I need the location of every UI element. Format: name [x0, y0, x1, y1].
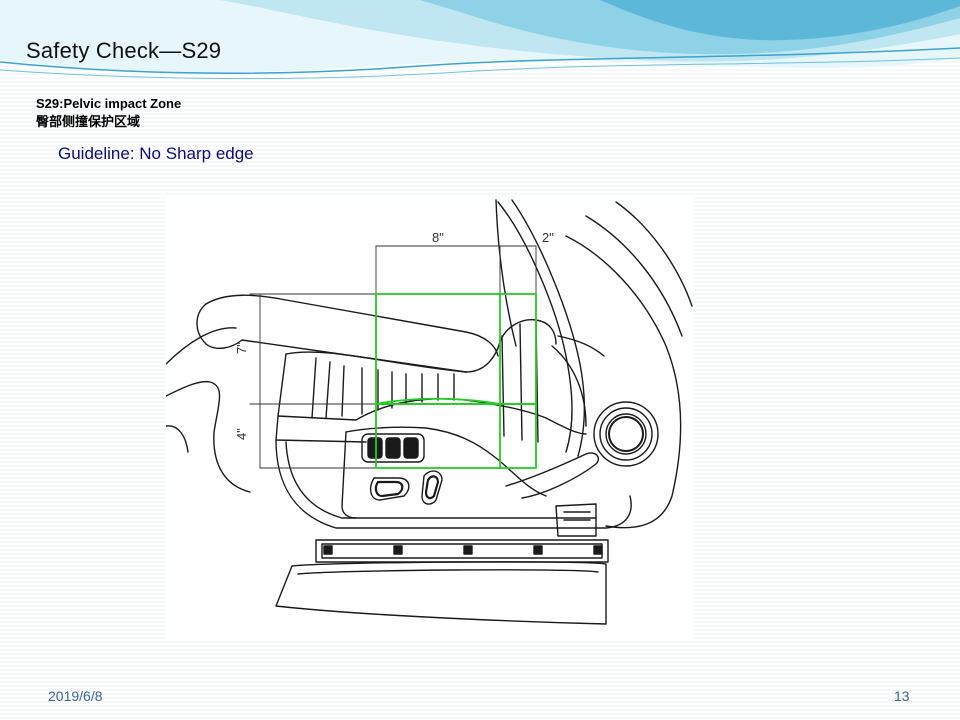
seatback-inner-line [511, 199, 585, 457]
header-wave-decoration [0, 0, 960, 80]
footer-date: 2019/6/8 [48, 688, 103, 704]
pelvic-impact-zone [375, 293, 537, 469]
seat-side-view-drawing: 8" 2" 7" 4" [166, 196, 694, 640]
dimension-label-side-upper: 7" [234, 342, 249, 354]
seatback-frame [565, 235, 682, 529]
occupant-thigh [205, 294, 499, 357]
zone-subtitle-chinese: 臀部侧撞保护区域 [36, 114, 141, 129]
zone-subtitle-english: S29:Pelvic impact Zone [36, 96, 182, 111]
seat-cushion-top [285, 319, 557, 373]
dimension-label-side-lower: 4" [234, 428, 249, 440]
zone-subtitle: S29:Pelvic impact Zone 臀部侧撞保护区域 [36, 95, 181, 131]
pelvic-zone-lower [375, 403, 537, 469]
seatback-outline [497, 201, 573, 453]
side-shield [275, 439, 632, 529]
page-number: 13 [894, 688, 910, 704]
floor-pan [275, 561, 607, 625]
dimension-label-top-right: 2" [542, 230, 554, 245]
slide-title: Safety Check—S29 [26, 38, 222, 63]
recliner-knob [593, 401, 659, 467]
seat-switch-cluster [361, 433, 443, 505]
guideline-text: Guideline: No Sharp edge [58, 144, 254, 163]
dimension-label-top-left: 8" [432, 230, 444, 245]
